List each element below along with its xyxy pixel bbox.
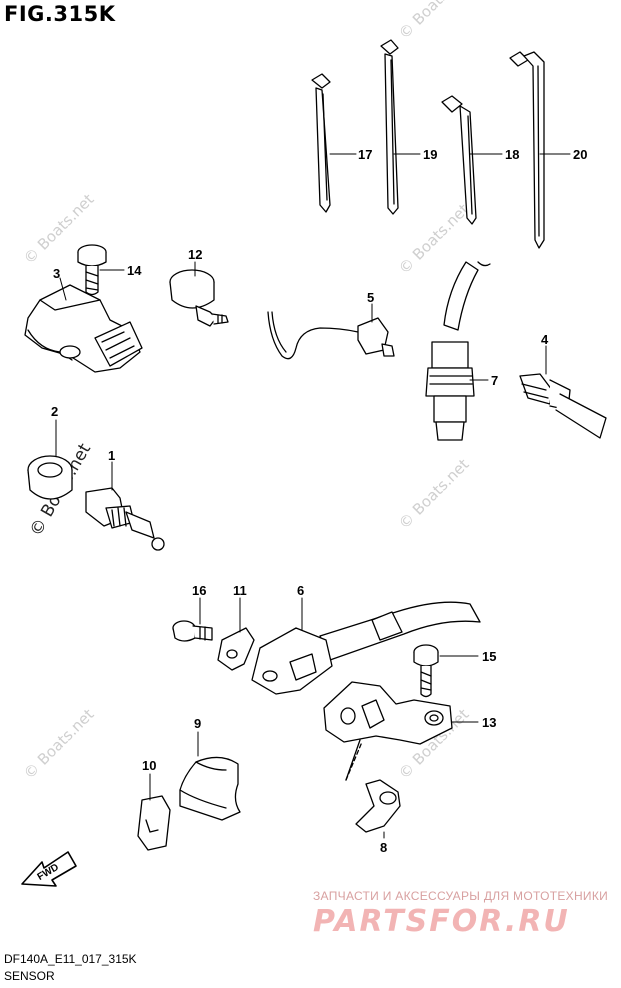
ad-caption: ЗАПЧАСТИ И АКСЕССУАРЫ ДЛЯ МОТОТЕХНИКИ [313,889,609,903]
callout-20: 20 [573,147,587,162]
callout-6: 6 [297,583,304,598]
callout-2: 2 [51,404,58,419]
grommet-10 [137,795,171,851]
pressure-switch-12 [169,269,229,327]
callout-11: 11 [233,583,247,598]
assembly-line [345,741,363,781]
callout-3: 3 [53,266,60,281]
callout-9: 9 [194,716,201,731]
map-sensor-3 [24,284,143,373]
ad-logo: PARTSFOR.RU [313,904,570,939]
callout-18: 18 [505,147,519,162]
bracket-11 [217,627,255,671]
callout-7: 7 [491,373,498,388]
callout-10: 10 [142,758,156,773]
clamp-9 [179,756,241,821]
callout-15: 15 [482,649,496,664]
cable-tie-17 [311,73,331,213]
sensor-8 [355,779,401,833]
callout-5: 5 [367,290,374,305]
bolt-14 [77,244,107,296]
cable-tie-18 [441,95,477,225]
crank-position-sensor-6 [251,601,481,695]
callout-16: 16 [192,583,206,598]
sensor-bracket-13 [323,681,453,781]
cap-2 [27,455,73,500]
callout-17: 17 [358,147,372,162]
cable-tie-20 [509,51,545,249]
callout-19: 19 [423,147,437,162]
knock-sensor-5 [267,311,395,360]
callout-14: 14 [127,263,142,278]
callout-8: 8 [380,840,387,855]
diagram-code: DF140A_E11_017_315K [4,952,137,966]
callout-12: 12 [188,247,202,262]
temperature-sensor-4 [519,373,607,439]
callout-1: 1 [108,448,115,463]
bolt-16 [172,620,213,642]
section-name: SENSOR [4,969,55,983]
callout-4: 4 [541,332,549,347]
temperature-switch-1 [85,487,165,551]
bolt-15 [413,644,439,698]
fwd-arrow-icon [21,851,77,887]
callout-13: 13 [482,715,496,730]
figure-title: FIG.315K [4,2,116,26]
oxygen-sensor-7 [425,261,491,441]
cable-tie-19 [380,39,399,215]
